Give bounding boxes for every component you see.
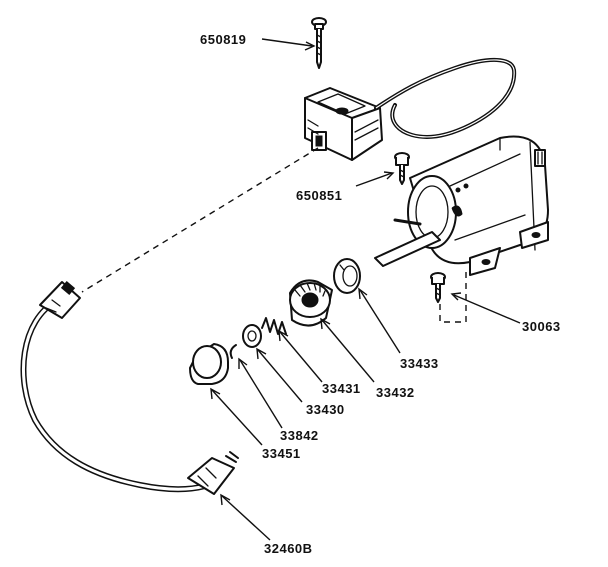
label-33432: 33432 [376,385,415,400]
part-33842-clip [229,344,237,359]
alignment-lines [81,147,467,323]
part-33432-gear [289,279,333,327]
extension-cord-32460b [20,281,239,495]
starter-motor [374,135,549,276]
label-650851: 650851 [296,188,342,203]
starter-switch-box [304,87,383,161]
screw-650819 [311,17,327,69]
label-32460b: 32460B [264,541,313,556]
screw-650851 [394,152,410,185]
screw-30063 [430,272,446,303]
label-33433: 33433 [400,356,439,371]
label-33842: 33842 [280,428,319,443]
label-33451: 33451 [262,446,301,461]
part-33451-cap [189,343,229,385]
part-33433-disc [333,258,361,294]
part-33430-washer [242,324,262,348]
power-cord [374,57,517,139]
label-650819: 650819 [200,32,246,47]
part-33431-spring [261,317,287,335]
label-30063: 30063 [522,319,561,334]
label-33431: 33431 [322,381,361,396]
label-33430: 33430 [306,402,345,417]
leader-lines [210,38,521,541]
part-labels: 650819 650851 30063 33433 33431 33432 33… [200,32,561,556]
